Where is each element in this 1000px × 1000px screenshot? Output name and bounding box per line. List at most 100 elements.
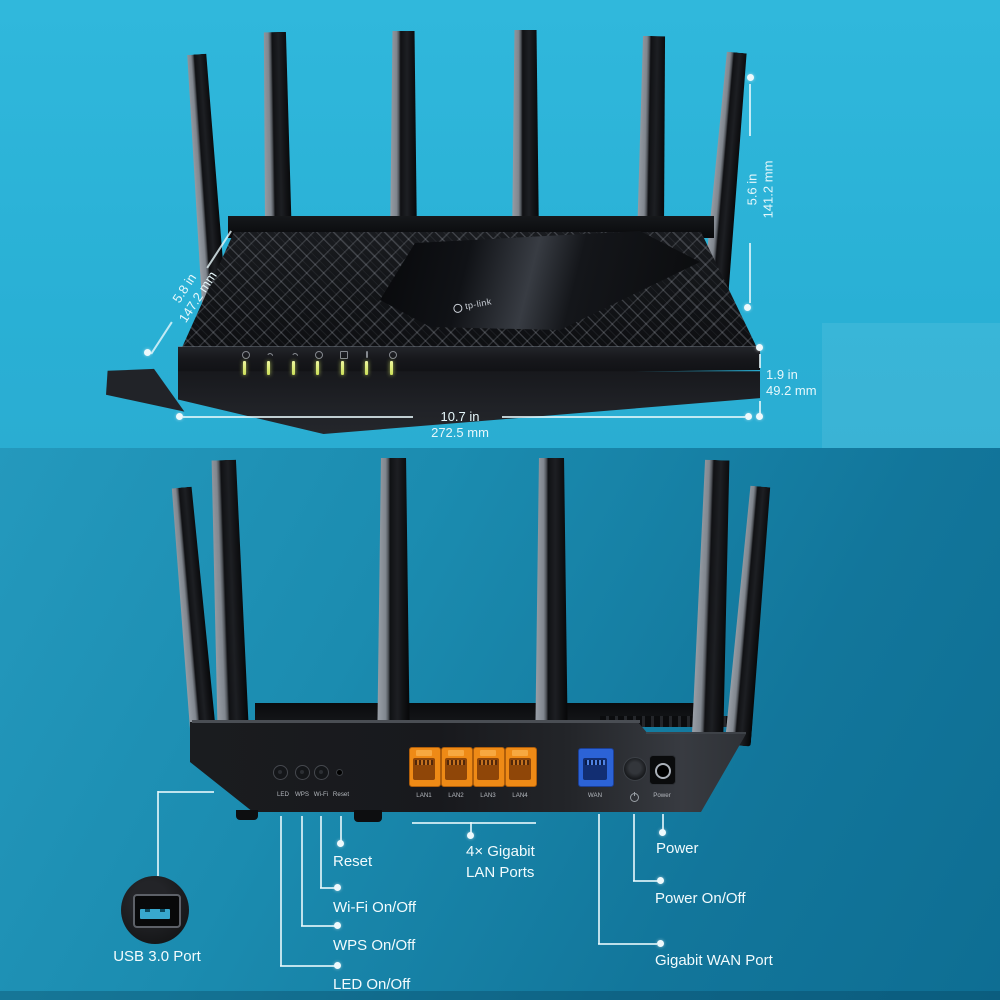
antenna-rear-4 xyxy=(535,458,568,758)
wps-led-icon xyxy=(389,351,397,359)
back-panel-top-edge xyxy=(192,720,640,723)
wan-port xyxy=(578,748,614,787)
power-callout-line xyxy=(662,814,664,831)
lan1-port xyxy=(409,747,441,787)
router-foot xyxy=(236,810,258,820)
led-bar xyxy=(365,361,368,375)
led-callout-line-h xyxy=(280,965,336,967)
dim-antenna-line-a xyxy=(749,84,751,136)
lan2-label: LAN2 xyxy=(448,792,464,799)
power-button xyxy=(623,757,647,781)
lan-callout-bracket xyxy=(412,822,536,824)
wps-callout-dot xyxy=(334,922,341,929)
wps-button xyxy=(295,765,310,780)
led-button xyxy=(273,765,288,780)
reset-callout-dot xyxy=(337,840,344,847)
dim-antenna-line-b xyxy=(749,243,751,303)
dim-height-dot-bottom xyxy=(756,413,763,420)
power-led-icon xyxy=(242,351,250,359)
usb-callout-label: USB 3.0 Port xyxy=(113,948,201,965)
dim-height-line-a xyxy=(759,354,761,368)
wifi-callout-line-v xyxy=(320,816,322,888)
power-callout-dot xyxy=(659,829,666,836)
wan-callout-line-h xyxy=(598,943,657,945)
wifi-callout-line-h xyxy=(320,887,336,889)
lan-callout-dot xyxy=(467,832,474,839)
lan-callout-line-v xyxy=(470,822,472,834)
wan-label: WAN xyxy=(587,792,603,799)
brand-logo: tp-link xyxy=(452,296,493,314)
power-onoff-callout-line-h xyxy=(633,880,659,882)
background-bottom-strip xyxy=(0,991,1000,1000)
lan1-label: LAN1 xyxy=(416,792,432,799)
wifi-callout-label: Wi-Fi On/Off xyxy=(333,899,417,916)
vent-grille xyxy=(600,716,745,727)
led-callout-line-v xyxy=(280,816,282,966)
dim-height-line-b xyxy=(759,401,761,414)
reset-callout-label: Reset xyxy=(333,853,373,870)
power-callout-label: Power xyxy=(656,840,699,857)
led-bar xyxy=(341,361,344,375)
usb-port-icon xyxy=(133,894,181,928)
lan3-label: LAN3 xyxy=(480,792,496,799)
power-jack-label: Power xyxy=(653,792,671,799)
wifi-5g-led-icon xyxy=(291,353,299,359)
dim-depth-dot xyxy=(144,349,151,356)
wifi-2g-led-icon xyxy=(266,353,274,359)
led-bar xyxy=(390,361,393,375)
reset-label: Reset xyxy=(332,791,350,798)
dim-width-line-b xyxy=(502,416,745,418)
router-case-top xyxy=(255,703,710,725)
antenna-rear-3 xyxy=(377,458,410,758)
usb-port-inset xyxy=(121,876,189,944)
lan-callout-label: 4× Gigabit LAN Ports xyxy=(466,843,535,881)
wps-callout-line-v xyxy=(301,816,303,926)
usb-callout-line-v xyxy=(157,791,159,876)
brand-text: tp-link xyxy=(464,296,493,312)
wan-callout-line-v xyxy=(598,814,600,944)
led-bar xyxy=(243,361,246,375)
back-panel-top-edge-right xyxy=(646,732,746,734)
lan-led-icon xyxy=(340,351,348,359)
dim-width-label: 10.7 in 272.5 mm xyxy=(431,409,489,440)
led-button-label: LED xyxy=(276,791,290,798)
lan2-port xyxy=(441,747,473,787)
wan-callout-label: Gigabit WAN Port xyxy=(655,952,773,969)
power-onoff-callout-label: Power On/Off xyxy=(655,890,746,907)
dim-height-label: 1.9 in 49.2 mm xyxy=(766,367,817,398)
power-jack xyxy=(649,755,676,785)
led-callout-dot xyxy=(334,962,341,969)
dim-width-dot-right xyxy=(745,413,752,420)
dim-width-line-a xyxy=(183,416,413,418)
wan-callout-dot xyxy=(657,940,664,947)
dim-antenna-label: 5.6 in 141.2 mm xyxy=(744,160,776,219)
led-bar xyxy=(292,361,295,375)
dim-antenna-dot-top xyxy=(747,74,754,81)
power-onoff-callout-dot xyxy=(657,877,664,884)
led-bar xyxy=(316,361,319,375)
wifi-button xyxy=(314,765,329,780)
led-bar xyxy=(267,361,270,375)
router-foot xyxy=(354,810,382,822)
internet-led-icon xyxy=(315,351,323,359)
wps-button-label: WPS xyxy=(294,791,310,798)
dim-antenna-dot-bottom xyxy=(744,304,751,311)
power-onoff-callout-line-v xyxy=(633,814,635,881)
dim-height-dot-top xyxy=(756,344,763,351)
reset-callout-line xyxy=(340,816,342,841)
wps-callout-line-h xyxy=(301,925,336,927)
power-icon xyxy=(630,792,639,802)
dim-width-dot-left xyxy=(176,413,183,420)
reset-pinhole xyxy=(336,769,343,776)
usb-callout-line-h xyxy=(158,791,214,793)
wifi-button-label: Wi-Fi xyxy=(313,791,329,798)
background-light-patch xyxy=(822,323,1000,448)
lan4-label: LAN4 xyxy=(512,792,528,799)
usb-led-icon xyxy=(366,351,368,358)
wifi-callout-dot xyxy=(334,884,341,891)
lan4-port xyxy=(505,747,537,787)
wps-callout-label: WPS On/Off xyxy=(333,937,416,954)
tp-link-logo-icon xyxy=(452,302,464,314)
led-callout-label: LED On/Off xyxy=(333,976,411,993)
